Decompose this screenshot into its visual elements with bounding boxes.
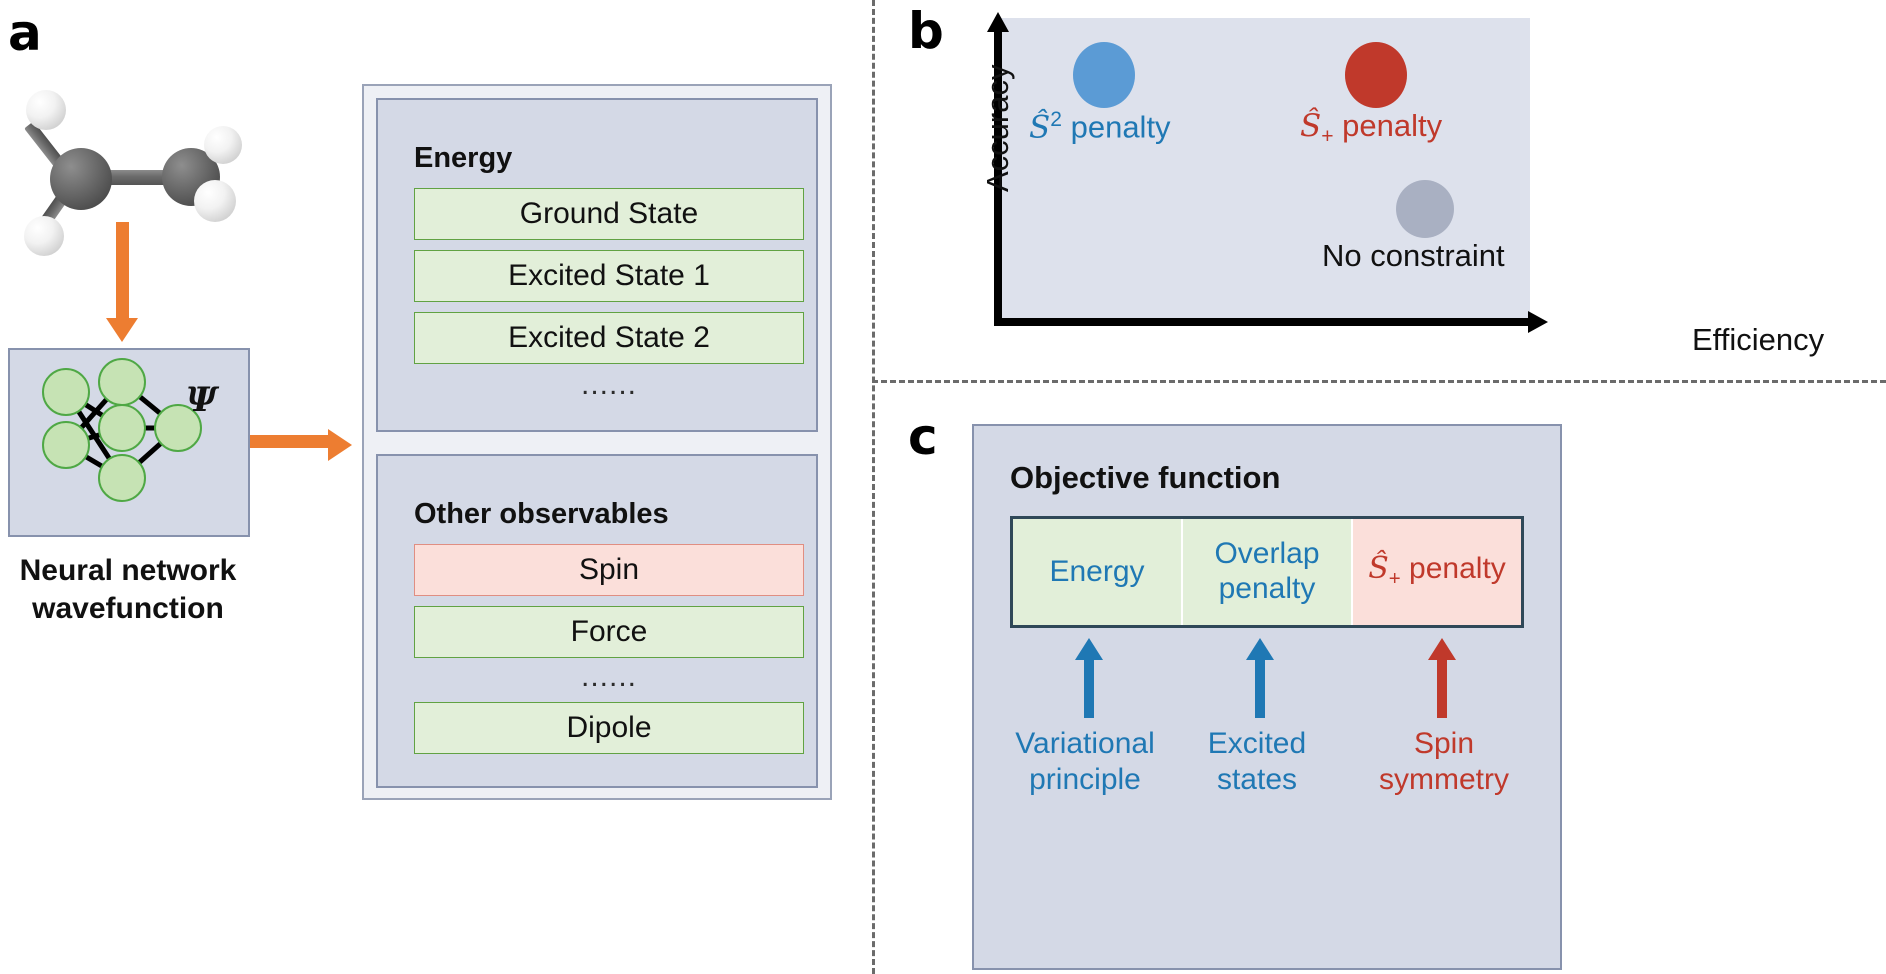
observables-group-ellipsis: ......	[580, 660, 637, 693]
source-label-variational-principle: Variational principle	[1015, 727, 1155, 796]
objective-term-splus-penalty[interactable]: Ŝ+ penalty	[1351, 519, 1521, 625]
neural-network-caption-line2: wavefunction	[32, 591, 224, 625]
x-axis-line	[994, 318, 1530, 326]
neural-network-graph	[42, 358, 202, 502]
energy-chip-excited-state-1[interactable]: Excited State 1	[414, 250, 804, 302]
neural-network-caption-line1: Neural network	[19, 554, 237, 587]
s-hat-symbol: Ŝ	[1029, 109, 1051, 146]
data-point-label-no-constraint: No constraint	[1322, 238, 1505, 273]
s-hat-symbol: Ŝ	[1300, 108, 1322, 144]
splus-subscript: +	[1321, 125, 1334, 149]
arrow-network-to-outputs-head	[328, 429, 352, 461]
x-axis-arrowhead	[1528, 311, 1548, 333]
data-point-splus-penalty[interactable]	[1345, 42, 1407, 108]
energy-group-ellipsis: ......	[580, 368, 637, 401]
hydrogen-atom-2	[24, 216, 64, 256]
objective-function-title: Objective function	[1010, 460, 1281, 495]
hydrogen-atom-1	[26, 90, 66, 130]
energy-chip-excited-state-2[interactable]: Excited State 2	[414, 312, 804, 364]
splus-penalty-word: penalty	[1333, 108, 1443, 143]
y-axis-line	[994, 30, 1002, 326]
arrow-excited-states-shaft	[1255, 658, 1265, 718]
horizontal-separator	[872, 380, 1886, 383]
source-label-excited-states: Excited states	[1207, 727, 1307, 796]
arrow-variational-principle-head	[1075, 638, 1103, 660]
objective-term-energy[interactable]: Energy	[1013, 519, 1181, 625]
panel-letter-a: a	[8, 4, 42, 62]
y-axis-label: Accuracy	[980, 64, 1015, 192]
arrow-spin-symmetry-shaft	[1437, 658, 1447, 718]
data-point-label-splus-penalty: Ŝ+ penalty	[1300, 108, 1442, 149]
energy-group: Energy Ground State Excited State 1 Exci…	[376, 98, 818, 432]
neural-network-caption: Neural network wavefunction	[0, 552, 256, 627]
ethylene-molecule	[10, 70, 250, 256]
energy-chip-ground-state[interactable]: Ground State	[414, 188, 804, 240]
arrow-variational-principle-shaft	[1084, 658, 1094, 718]
observables-group-title: Other observables	[414, 498, 669, 530]
arrow-molecule-to-network-head	[106, 318, 138, 342]
splus-subscript: +	[1388, 568, 1401, 591]
arrow-excited-states-head	[1246, 638, 1274, 660]
observables-group: Other observables Spin Force ...... Dipo…	[376, 454, 818, 788]
observable-chip-force[interactable]: Force	[414, 606, 804, 658]
panel-letter-b: b	[908, 2, 944, 60]
y-axis-arrowhead	[987, 12, 1009, 32]
energy-group-title: Energy	[414, 142, 513, 174]
data-point-label-s2-penalty: Ŝ2 penalty	[1029, 108, 1171, 145]
observable-chip-dipole[interactable]: Dipole	[414, 702, 804, 754]
s2-penalty-word: penalty	[1061, 109, 1171, 145]
s-hat-symbol: Ŝ	[1368, 551, 1389, 587]
s2-exponent: 2	[1050, 108, 1062, 131]
arrow-network-to-outputs-shaft	[250, 435, 332, 448]
arrow-molecule-to-network-shaft	[116, 222, 129, 322]
carbon-atom-1	[50, 148, 112, 210]
data-point-s2-penalty[interactable]	[1073, 42, 1135, 108]
panel-letter-c: c	[908, 408, 938, 466]
hydrogen-atom-4	[194, 180, 236, 222]
x-axis-label: Efficiency	[1692, 322, 1825, 357]
outputs-panel: Energy Ground State Excited State 1 Exci…	[362, 84, 832, 800]
wavefunction-symbol: Ψ	[186, 380, 218, 420]
hydrogen-atom-3	[204, 126, 242, 164]
neural-network-box: Ψ	[8, 348, 250, 537]
vertical-separator	[872, 0, 875, 974]
observable-chip-spin[interactable]: Spin	[414, 544, 804, 596]
source-label-spin-symmetry: Spin symmetry	[1379, 727, 1509, 796]
arrow-spin-symmetry-head	[1428, 638, 1456, 660]
data-point-no-constraint[interactable]	[1396, 180, 1454, 238]
